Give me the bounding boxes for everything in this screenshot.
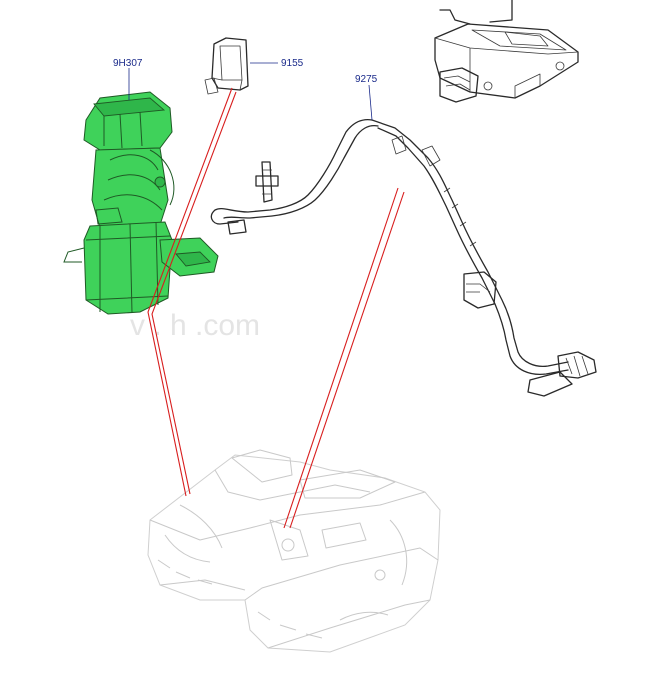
fuel-pump-module [63, 91, 219, 315]
callout-9275: 9275 [355, 74, 378, 85]
fuel-line-harness [210, 118, 597, 397]
fuel-pump-control-module [434, 0, 579, 103]
retaining-bracket [204, 37, 249, 95]
callout-leaders [128, 62, 373, 121]
callout-9155: 9155 [281, 58, 304, 69]
fuel-tank [147, 449, 441, 653]
callout-9h307: 9H307 [113, 58, 143, 69]
watermark: v . h .com [130, 309, 260, 342]
pointer-lines [147, 87, 405, 529]
